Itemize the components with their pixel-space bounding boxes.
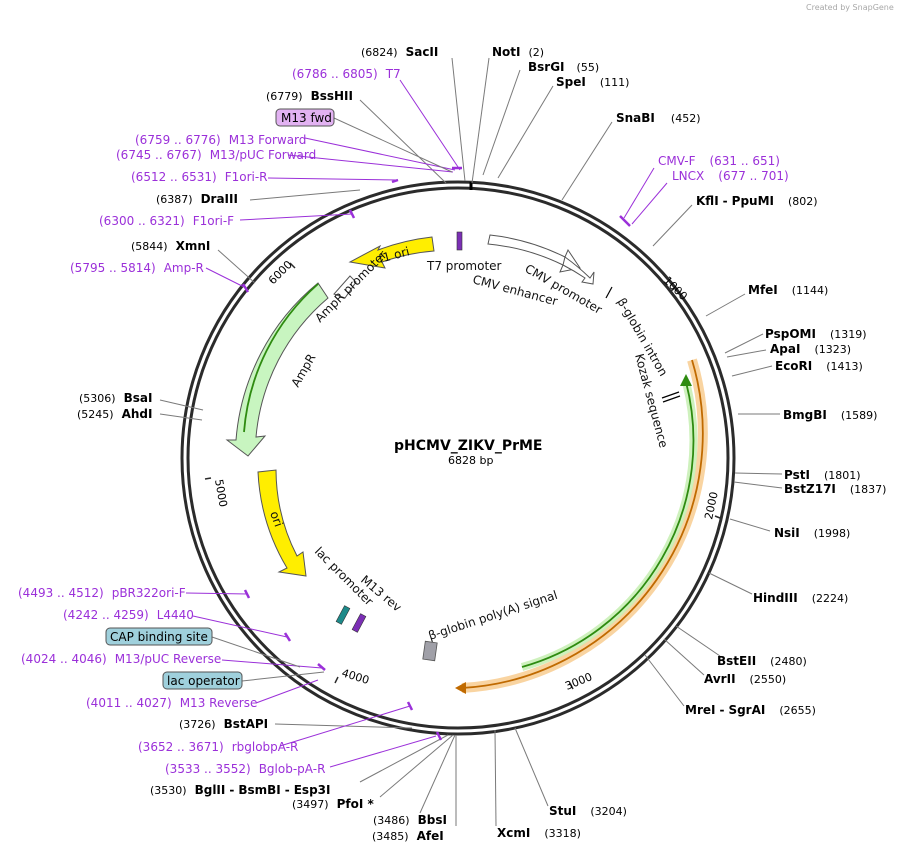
ampr-promoter-label: AmpR promoter — [312, 248, 389, 325]
site-noti: NotI(2) — [492, 45, 544, 59]
f1-ori-arrow — [348, 236, 435, 269]
ruler-tick-6000 — [289, 262, 296, 269]
ruler-ticks — [204, 182, 721, 690]
t7-promoter-marker — [456, 231, 463, 251]
ruler-label-2000: 2000 — [702, 491, 721, 521]
ori-label: ori — [267, 509, 285, 528]
primer-pbr322ori-f: (4493 .. 4512)pBR322ori-F — [18, 586, 186, 600]
ruler-label-3000: 3000 — [563, 670, 594, 693]
site-bbsi: (3486)BbsI — [373, 813, 447, 827]
site-spei: SpeI(111) — [556, 75, 629, 89]
site-psti: PstI(1801) — [784, 468, 861, 482]
site-leaders — [159, 57, 783, 827]
site-stui: StuI(3204) — [549, 804, 627, 818]
lac-promoter-marker — [335, 605, 351, 625]
site-pfoi: (3497)PfoI * — [292, 797, 374, 811]
ruler-tick-2000 — [714, 515, 721, 519]
ruler-label-4000: 4000 — [340, 666, 371, 687]
ampr-label: AmpR — [288, 351, 318, 389]
site-hindiii: HindIII(2224) — [753, 591, 848, 605]
primer-m13-puc-forward: (6745 .. 6767)M13/pUC Forward — [116, 148, 316, 162]
polya-signal-marker — [422, 640, 438, 662]
site-bmgbi: BmgBI(1589) — [783, 408, 877, 422]
prme-arrowhead — [455, 682, 466, 694]
snapgene-credit: Created by SnapGene — [806, 3, 894, 12]
kozak-marker-a — [661, 391, 680, 399]
ori-arrow — [257, 469, 307, 577]
site-ahdi: (5245)AhdI — [77, 407, 152, 421]
cmv-promoter-arrow — [562, 256, 595, 285]
primer-f1ori-r: (6512 .. 6531)F1ori-R — [131, 170, 268, 184]
m13-fwd-label: M13 fwd — [281, 111, 332, 125]
beta-globin-intron-marker — [605, 286, 613, 299]
backbone-outer-ring — [180, 180, 736, 736]
site-bglii-bsmbi-esp3i: (3530)BglII-BsmBI-Esp3I — [150, 783, 330, 797]
kozak-marker-b — [662, 395, 681, 403]
zikv-arrowhead — [680, 374, 692, 386]
lac-operator-label: lac operator — [167, 674, 240, 688]
site-avrii: AvrII(2550) — [704, 672, 786, 686]
ruler-tick-3000 — [569, 682, 574, 690]
lac-operator-box — [162, 671, 243, 690]
prme-orf — [461, 359, 704, 689]
zikv-orf — [521, 381, 695, 668]
ampr-orf-line — [243, 283, 319, 433]
primer-cmv-f: CMV-F(631 .. 651) — [658, 154, 780, 168]
site-bsteii: BstEII(2480) — [717, 654, 807, 668]
site-bsshii: (6779)BssHII — [266, 89, 353, 103]
primer-amp-r: (5795 .. 5814)Amp-R — [70, 261, 204, 275]
site-bstz17i: BstZ17I(1837) — [784, 482, 886, 496]
site-xmni: (5844)XmnI — [131, 239, 210, 253]
site-bsai: (5306)BsaI — [79, 391, 152, 405]
ruler-tick-4000 — [334, 676, 339, 684]
primer-bglob-pa-r: (3533 .. 3552)Bglob-pA-R — [165, 762, 325, 776]
primer-m13-reverse: (4011 .. 4027)M13 Reverse — [86, 696, 257, 710]
primer-l4440: (4242 .. 4259)L4440 — [63, 608, 194, 622]
polya-signal-label: β-globin poly(A) signal — [427, 588, 560, 643]
ruler-tick-5000 — [204, 477, 212, 480]
site-mrei-sgrai: MreI-SgrAI(2655) — [685, 703, 816, 717]
primer-m13-forward: (6759 .. 6776)M13 Forward — [135, 133, 306, 147]
site-kfli-ppumi: KflI-PpuMI(802) — [696, 194, 818, 208]
primer-marks — [185, 79, 668, 768]
backbone-inner-ring — [186, 186, 730, 730]
cap-binding-site-label: CAP binding site — [110, 630, 208, 644]
ruler-tick-1000 — [670, 286, 677, 292]
primer-lncx: LNCX(677 .. 701) — [672, 169, 789, 183]
site-afei: (3485)AfeI — [372, 829, 444, 843]
ampr-arrow — [225, 282, 329, 457]
site-ecori: EcoRI(1413) — [775, 359, 863, 373]
site-nsii: NsiI(1998) — [774, 526, 850, 540]
primer-rbglobpa-r: (3652 .. 3671)rbglobpA-R — [138, 740, 298, 754]
cap-binding-site-box — [105, 627, 213, 646]
m13-rev-marker — [351, 613, 367, 633]
site-bstapi: (3726)BstAPI — [179, 717, 268, 731]
m13-fwd-box — [275, 108, 335, 127]
plasmid-length: 6828 bp — [448, 454, 493, 467]
site-draiii: (6387)DraIII — [156, 192, 238, 206]
site-xcmi: XcmI(3318) — [497, 826, 581, 840]
site-mfei: MfeI(1144) — [748, 283, 828, 297]
ruler-label-5000: 5000 — [212, 478, 230, 508]
primer-t7: (6786 .. 6805)T7 — [292, 67, 401, 81]
ampr-promoter-arrow — [333, 275, 357, 299]
plasmid-name: pHCMV_ZIKV_PrME — [394, 438, 542, 454]
primer-m13-puc-reverse: (4024 .. 4046)M13/pUC Reverse — [21, 652, 221, 666]
site-pspomi: PspOMI(1319) — [765, 327, 867, 341]
cmv-enhancer-arrow — [487, 234, 581, 273]
zikv-highlight — [520, 381, 698, 671]
site-snabi: SnaBI(452) — [616, 111, 701, 125]
site-bsrgi: BsrGI(55) — [528, 60, 599, 74]
t7-promoter-label: T7 promoter — [426, 259, 502, 273]
site-apai: ApaI(1323) — [770, 342, 851, 356]
primer-f1ori-f: (6300 .. 6321)F1ori-F — [99, 214, 234, 228]
site-sacii: (6824)SacII — [361, 45, 438, 59]
